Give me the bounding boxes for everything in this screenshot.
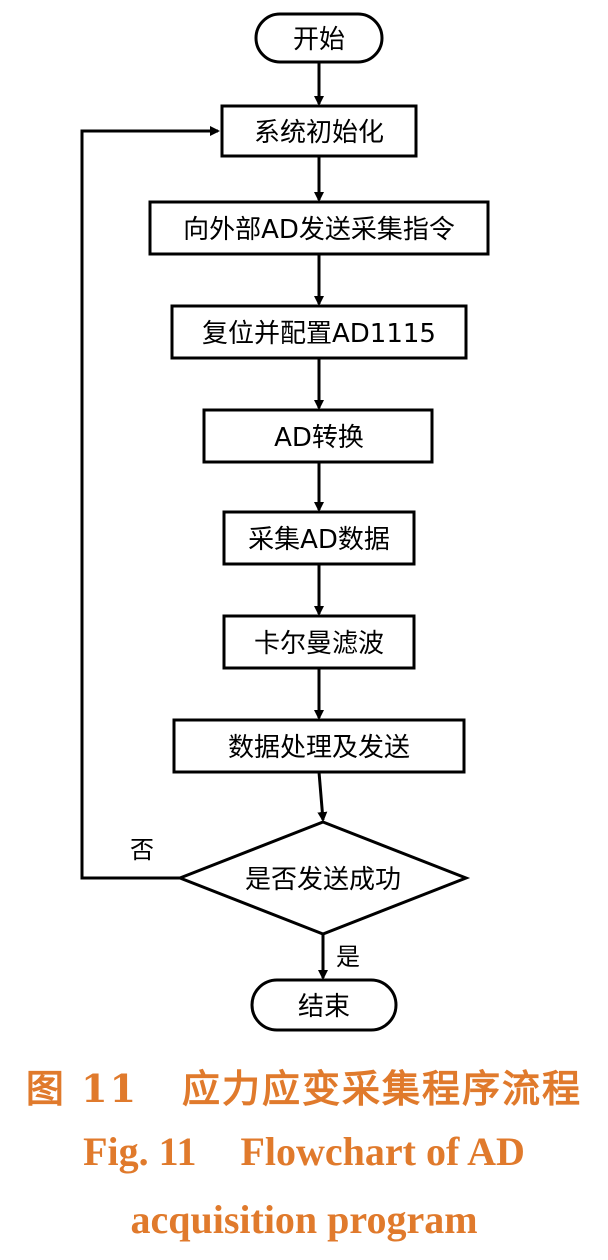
edge-decision-no-loop (80, 126, 220, 880)
kalman-node: 卡尔曼滤波 (222, 614, 416, 670)
convert-node: AD转换 (202, 408, 434, 464)
collect-node: 采集AD数据 (222, 510, 416, 566)
end-label: 结束 (298, 992, 350, 1022)
kalman-label: 卡尔曼滤波 (254, 629, 384, 659)
process-send-label: 数据处理及发送 (228, 733, 410, 763)
init-label: 系统初始化 (254, 118, 384, 148)
flowchart: 开始 系统初始化 向外部AD发送采集指令 复位并配置AD1115 AD转换 采集… (80, 12, 490, 1032)
start-node: 开始 (254, 12, 384, 64)
decision-node: 是否发送成功 (175, 820, 471, 936)
collect-label: 采集AD数据 (248, 525, 390, 555)
start-label: 开始 (293, 25, 345, 55)
caption-en-fig: Fig. 11 (83, 1129, 197, 1174)
no-label: 否 (130, 836, 154, 864)
caption-cn-fig: 图 11 (25, 1066, 139, 1111)
caption-cn-title: 应力应变采集程序流程 (182, 1066, 583, 1111)
reset-config-label: 复位并配置AD1115 (202, 319, 436, 349)
caption-chinese: 图 11 应力应变采集程序流程 (0, 1058, 608, 1113)
decision-label: 是否发送成功 (245, 865, 401, 895)
yes-label: 是 (336, 943, 360, 971)
process-send-node: 数据处理及发送 (172, 718, 466, 774)
caption-en-title-1: Flowchart of AD (240, 1129, 525, 1174)
convert-label: AD转换 (274, 423, 364, 453)
edge-process-decision (317, 771, 328, 822)
send-cmd-node: 向外部AD发送采集指令 (148, 200, 490, 256)
caption-english-line2: acquisition program (0, 1196, 608, 1243)
reset-config-node: 复位并配置AD1115 (170, 304, 468, 360)
send-cmd-label: 向外部AD发送采集指令 (183, 215, 455, 245)
end-node: 结束 (250, 978, 398, 1032)
caption-en-title-2: acquisition program (130, 1197, 478, 1242)
init-node: 系统初始化 (220, 104, 418, 158)
caption-english-line1: Fig. 11 Flowchart of AD (0, 1128, 608, 1175)
